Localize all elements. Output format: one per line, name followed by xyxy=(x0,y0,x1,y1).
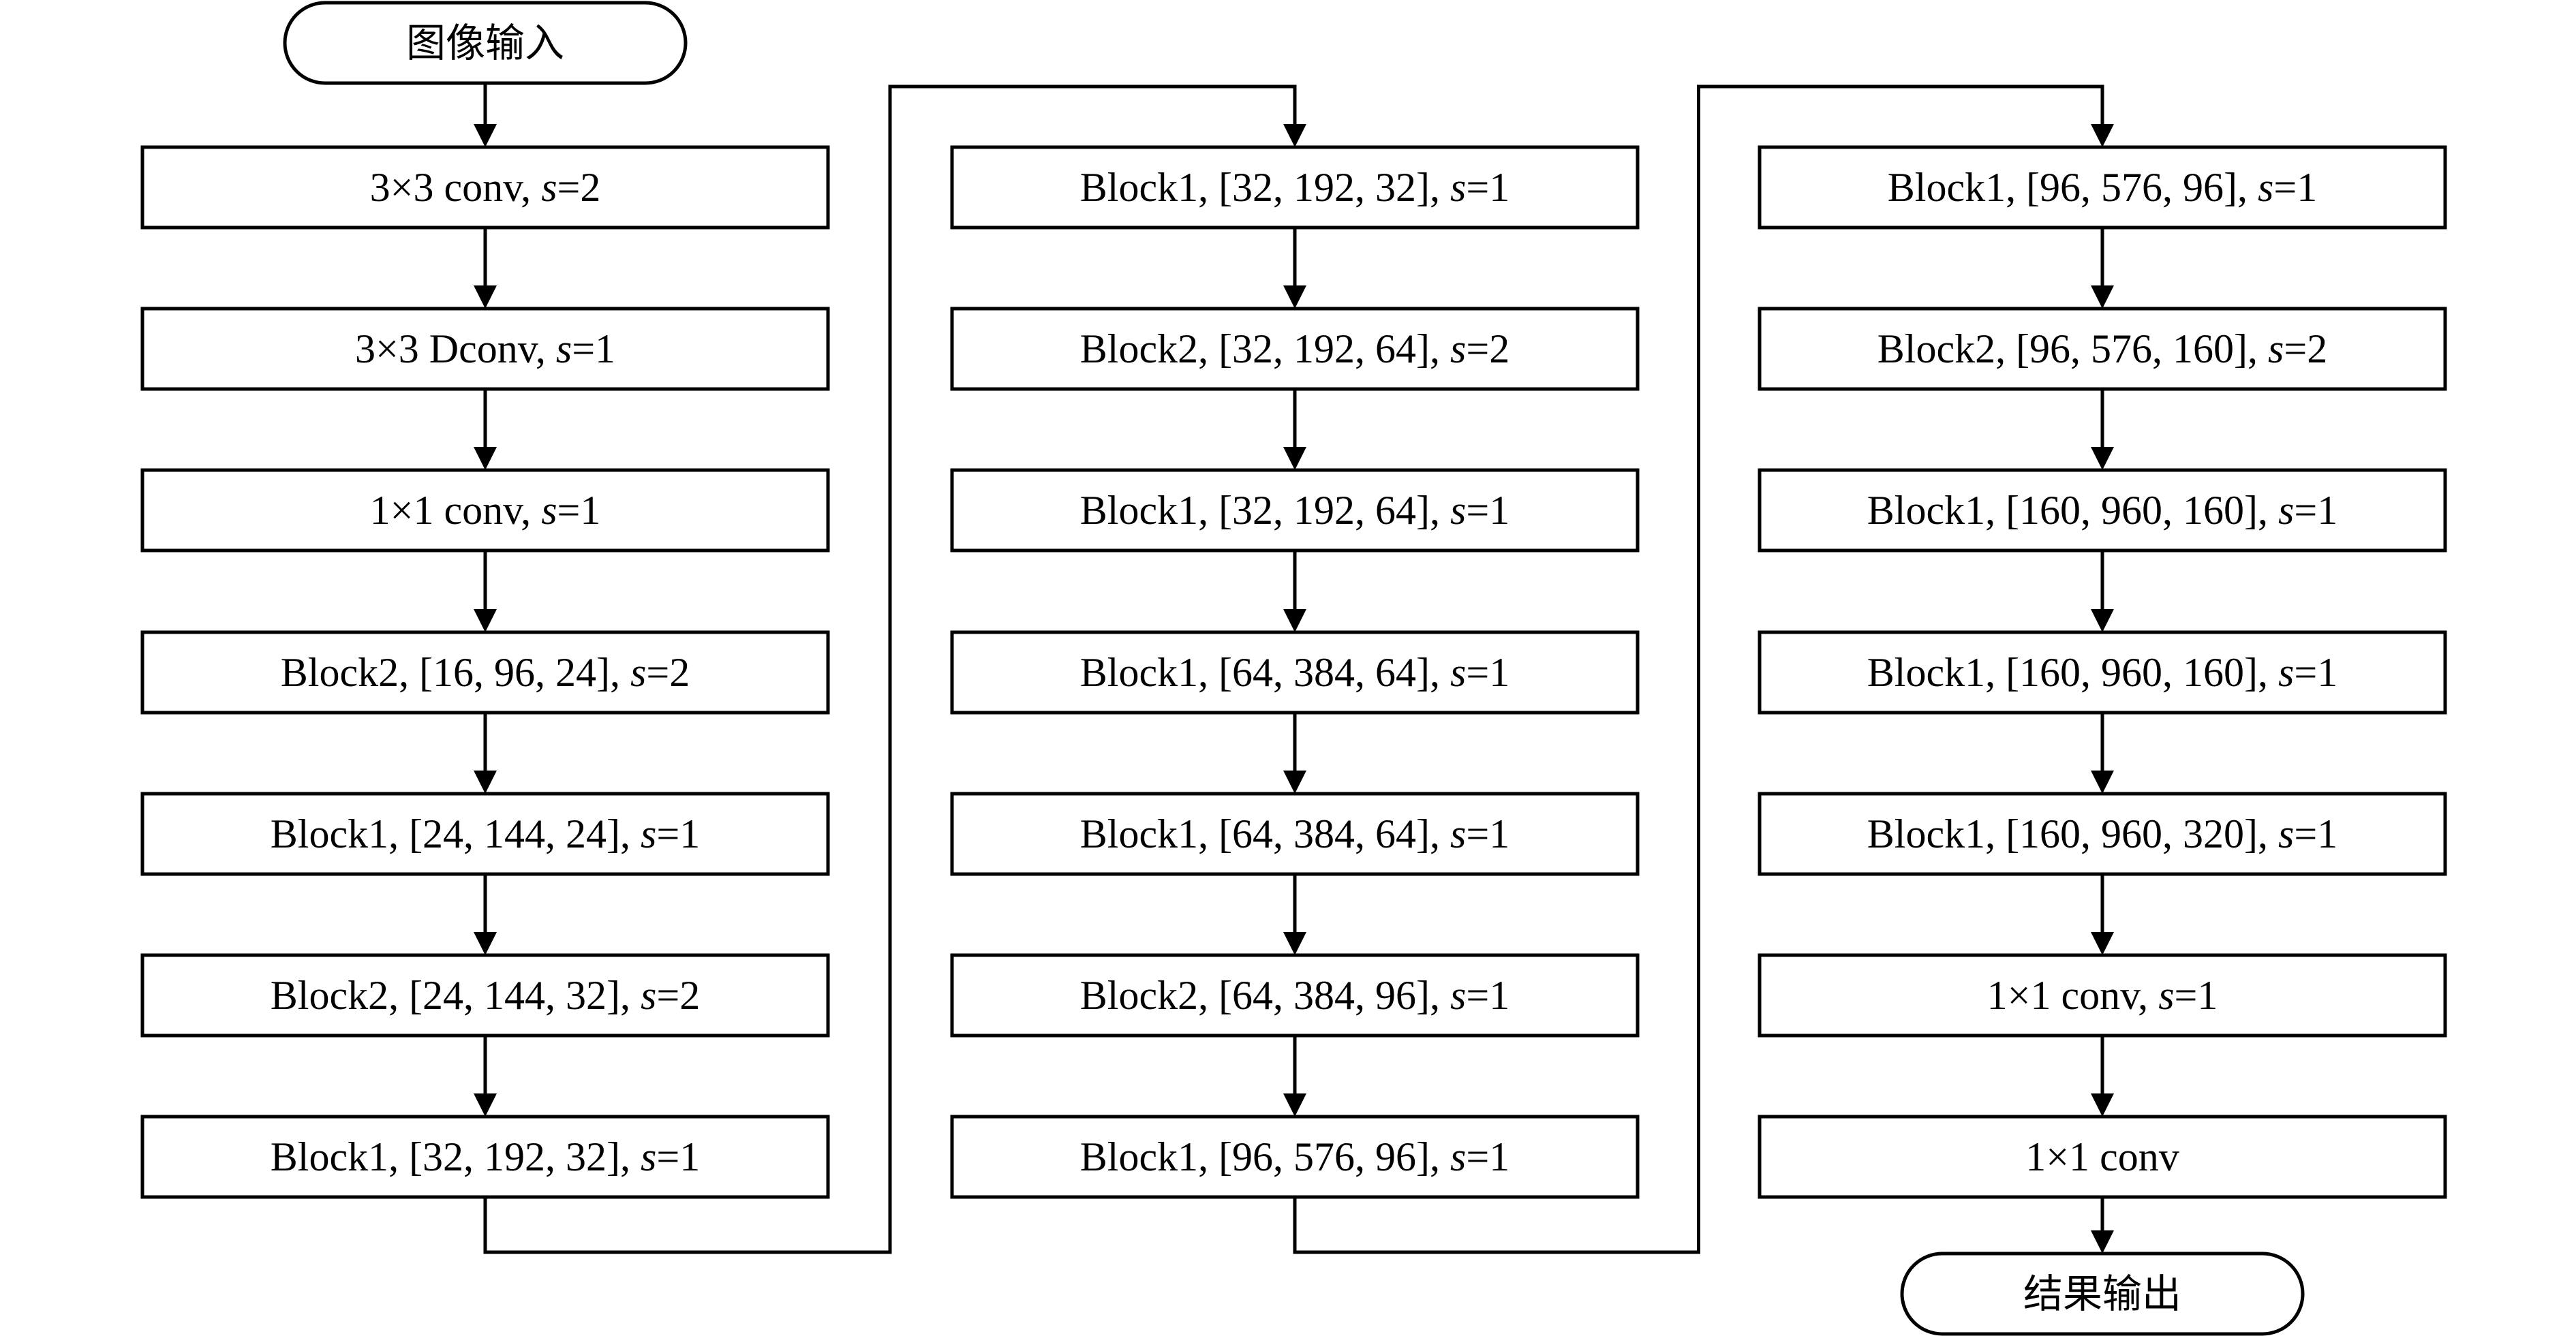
block-node: 1×1 conv xyxy=(1758,1115,2447,1199)
block-node: 3×3 Dconv, s=1 xyxy=(140,307,830,391)
arrow-down xyxy=(2091,1036,2114,1117)
arrow-down xyxy=(2091,713,2114,794)
arrow-down xyxy=(1283,550,1306,632)
block-label: Block1, [64, 384, 64], s=1 xyxy=(1080,811,1509,856)
block-label: Block2, [24, 144, 32], s=2 xyxy=(271,973,700,1018)
block-label: Block1, [32, 192, 32], s=1 xyxy=(271,1134,700,1179)
arrow-down xyxy=(2091,389,2114,470)
block-node: Block1, [32, 192, 64], s=1 xyxy=(950,468,1640,553)
arrow-down xyxy=(474,389,497,470)
arrow-start xyxy=(474,83,497,147)
arrow-down xyxy=(2091,228,2114,309)
block-label: Block1, [96, 576, 96], s=1 xyxy=(1888,165,2317,210)
arrow-down xyxy=(1283,874,1306,955)
start-terminal: 图像输入 xyxy=(283,1,688,85)
arrow-down xyxy=(474,228,497,309)
end-terminal: 结果输出 xyxy=(1900,1252,2305,1336)
block-label: 1×1 conv, s=1 xyxy=(1987,973,2218,1018)
block-node: 1×1 conv, s=1 xyxy=(140,468,830,553)
arrow-end xyxy=(2091,1197,2114,1254)
block-label: Block1, [160, 960, 320], s=1 xyxy=(1867,811,2337,856)
block-node: Block1, [24, 144, 24], s=1 xyxy=(140,792,830,876)
column-wrap-connector xyxy=(1293,84,2114,1254)
block-label: 1×1 conv, s=1 xyxy=(370,488,601,533)
end-label: 结果输出 xyxy=(2023,1271,2181,1317)
block-label: Block1, [24, 144, 24], s=1 xyxy=(271,811,700,856)
block-node: Block1, [32, 192, 32], s=1 xyxy=(140,1115,830,1199)
block-node: Block2, [24, 144, 32], s=2 xyxy=(140,953,830,1038)
arrow-down xyxy=(474,713,497,794)
arrow-down xyxy=(1283,1036,1306,1117)
block-node: Block1, [32, 192, 32], s=1 xyxy=(950,145,1640,230)
block-node: Block1, [160, 960, 320], s=1 xyxy=(1758,792,2447,876)
block-label: Block1, [160, 960, 160], s=1 xyxy=(1867,488,2337,533)
arrow-down xyxy=(474,874,497,955)
block-node: Block1, [160, 960, 160], s=1 xyxy=(1758,630,2447,715)
column-wrap-connector xyxy=(483,84,1306,1254)
block-node: Block1, [96, 576, 96], s=1 xyxy=(950,1115,1640,1199)
arrow-down xyxy=(474,1036,497,1117)
block-label: 3×3 Dconv, s=1 xyxy=(355,326,615,371)
block-node: 1×1 conv, s=1 xyxy=(1758,953,2447,1038)
block-label: Block2, [32, 192, 64], s=2 xyxy=(1080,326,1509,371)
block-node: Block1, [64, 384, 64], s=1 xyxy=(950,792,1640,876)
arrow-down xyxy=(1283,713,1306,794)
arrow-down xyxy=(2091,550,2114,632)
block-node: Block2, [64, 384, 96], s=1 xyxy=(950,953,1640,1038)
block-label: Block2, [64, 384, 96], s=1 xyxy=(1080,973,1509,1018)
block-label: Block1, [96, 576, 96], s=1 xyxy=(1080,1134,1509,1179)
block-node: Block1, [160, 960, 160], s=1 xyxy=(1758,468,2447,553)
block-label: Block1, [32, 192, 64], s=1 xyxy=(1080,488,1509,533)
block-label: Block1, [32, 192, 32], s=1 xyxy=(1080,165,1509,210)
block-label: 1×1 conv xyxy=(2025,1134,2179,1179)
block-nodes: 3×3 conv, s=2 3×3 Dconv, s=1 1×1 conv, s=1… xyxy=(140,145,2447,1199)
arrow-down xyxy=(2091,874,2114,955)
block-label: Block2, [16, 96, 24], s=2 xyxy=(281,650,690,695)
block-label: 3×3 conv, s=2 xyxy=(370,165,601,210)
block-node: Block2, [32, 192, 64], s=2 xyxy=(950,307,1640,391)
block-label: Block1, [64, 384, 64], s=1 xyxy=(1080,650,1509,695)
arrow-down xyxy=(1283,389,1306,470)
arrow-down xyxy=(1283,228,1306,309)
block-label: Block2, [96, 576, 160], s=2 xyxy=(1877,326,2327,371)
arrow-down xyxy=(474,550,497,632)
block-node: Block1, [96, 576, 96], s=1 xyxy=(1758,145,2447,230)
start-label: 图像输入 xyxy=(406,20,564,66)
block-label: Block1, [160, 960, 160], s=1 xyxy=(1867,650,2337,695)
block-node: Block2, [96, 576, 160], s=2 xyxy=(1758,307,2447,391)
block-node: 3×3 conv, s=2 xyxy=(140,145,830,230)
connector-lines xyxy=(474,83,2114,1254)
block-node: Block2, [16, 96, 24], s=2 xyxy=(140,630,830,715)
block-node: Block1, [64, 384, 64], s=1 xyxy=(950,630,1640,715)
